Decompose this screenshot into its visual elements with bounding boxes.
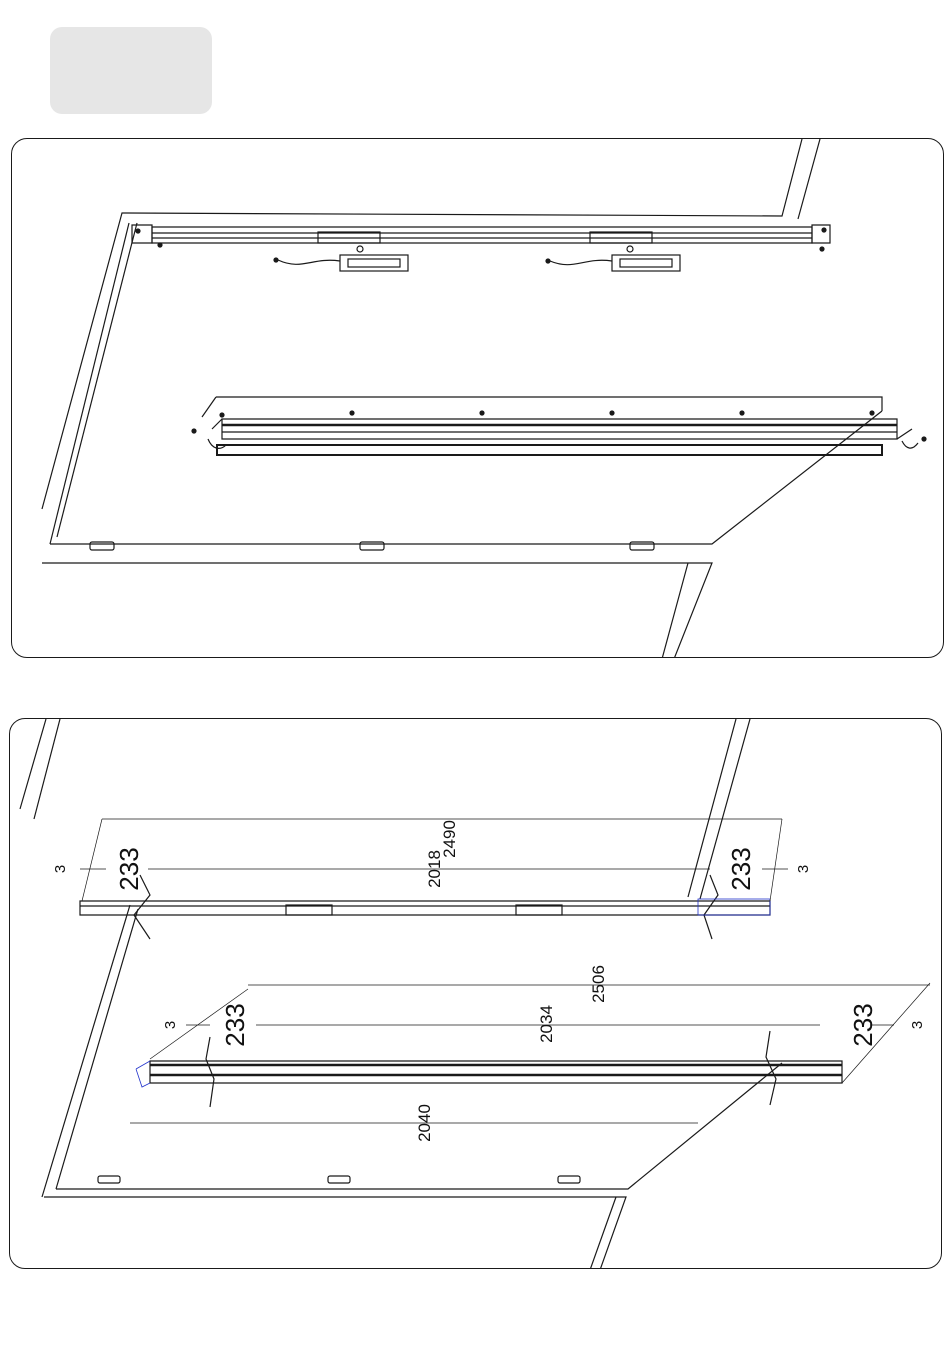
dim-top-offset-left: 233: [114, 847, 144, 890]
floor-guide-left: [98, 1176, 120, 1183]
dim-top-inner: 2018: [425, 850, 444, 888]
dimension-illustration-panel: 2490 2018 233 233 3 3 2506 2034 233 233 …: [9, 718, 942, 1269]
dim-top-gap-left: 3: [52, 865, 69, 873]
floor-guide-center: [328, 1176, 350, 1183]
assembly-drawing: [12, 139, 944, 658]
dim-bottom-offset-left: 233: [220, 1003, 250, 1046]
assembly-illustration-panel: [11, 138, 944, 658]
dim-bottom-gap-right: 3: [909, 1021, 926, 1029]
dimension-drawing: 2490 2018 233 233 3 3 2506 2034 233 233 …: [10, 719, 942, 1269]
dim-bottom-inner: 2034: [537, 1005, 556, 1043]
dim-top-offset-right: 233: [726, 847, 756, 890]
dim-top-gap-right: 3: [795, 865, 812, 873]
dim-bottom-gap-left: 3: [162, 1021, 179, 1029]
top-track: [132, 225, 830, 251]
damper-right: [546, 246, 680, 271]
ceiling-outline: [42, 139, 802, 509]
floor-guide-left: [90, 542, 114, 550]
floor-guide-right: [558, 1176, 580, 1183]
step-number-badge: [50, 27, 212, 114]
dim-bottom-overall: 2506: [589, 965, 608, 1003]
floor-outline: [50, 411, 882, 544]
floor-guide-right: [630, 542, 654, 550]
bottom-rail: [136, 983, 930, 1107]
floor-guide-center: [360, 542, 384, 550]
dim-door-width: 2040: [415, 1104, 434, 1142]
damper-left: [274, 246, 408, 271]
bottom-track: [192, 397, 926, 455]
dim-bottom-offset-right: 233: [848, 1003, 878, 1046]
